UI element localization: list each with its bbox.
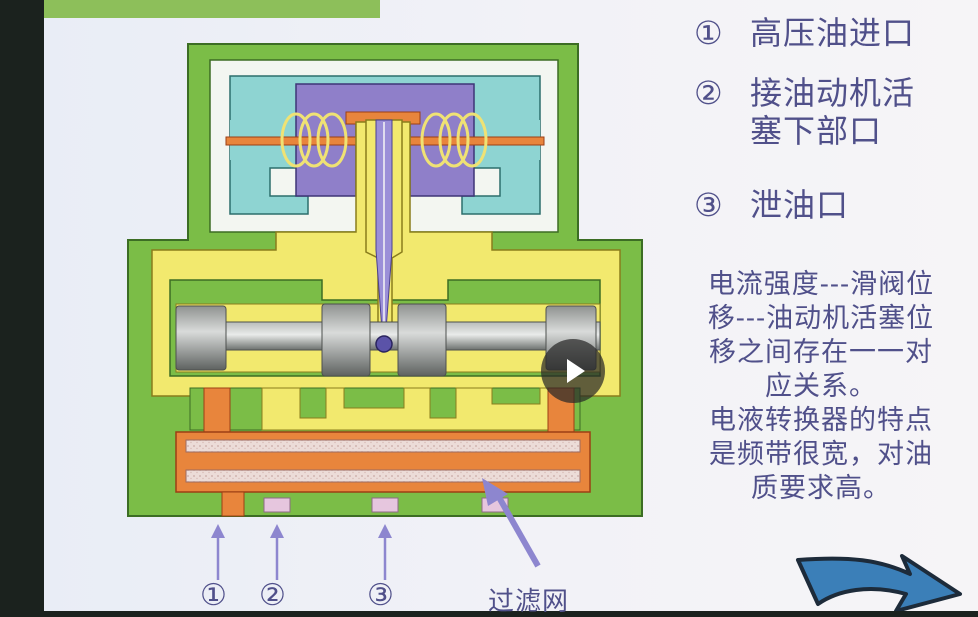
- description-line-2: 移---油动机活塞位: [707, 303, 935, 334]
- filter-label: 过滤网: [488, 587, 570, 617]
- description-line-3: 移之间存在一一对: [709, 337, 933, 368]
- port-arrows: [211, 524, 392, 580]
- legend-item-2: ② 接油动机活塞下部口: [694, 74, 915, 150]
- legend-item-3: ③ 泄油口: [694, 186, 849, 224]
- port-label-2: ②: [259, 578, 287, 613]
- legend-text-2-line-1: 接油动机活: [750, 74, 916, 112]
- description-line-1: 电流强度---滑阀位: [707, 269, 935, 300]
- play-button[interactable]: [541, 339, 605, 403]
- legend-text-3: 泄油口: [750, 186, 850, 224]
- port-label-3: ③: [367, 578, 395, 613]
- port-label-1: ①: [200, 578, 228, 613]
- description-line-5: 电液转换器的特点: [709, 405, 933, 436]
- legend-num-1: ①: [694, 14, 724, 52]
- description-line-4: 应关系。: [765, 371, 877, 402]
- coil-left: [280, 112, 348, 168]
- filter-pointer-arrow: [482, 478, 541, 568]
- legend-num-3: ③: [694, 186, 724, 224]
- legend-text-1: 高压油进口: [750, 14, 916, 52]
- description-text: 电流强度---滑阀位 移---油动机活塞位 移之间存在一一对 应关系。 电液转换…: [690, 268, 952, 506]
- legend-text-2-line-2: 塞下部口: [750, 112, 883, 150]
- next-arrow-icon[interactable]: [796, 554, 962, 611]
- description-line-7: 质要求高。: [751, 473, 891, 504]
- legend-item-1: ① 高压油进口: [694, 14, 915, 52]
- filter-screen: [185, 439, 581, 483]
- play-icon: [567, 359, 585, 383]
- coil-right: [420, 112, 488, 168]
- description-line-6: 是频带很宽，对油: [709, 439, 933, 470]
- legend-num-2: ②: [694, 74, 724, 112]
- top-decor-strip: [44, 0, 380, 18]
